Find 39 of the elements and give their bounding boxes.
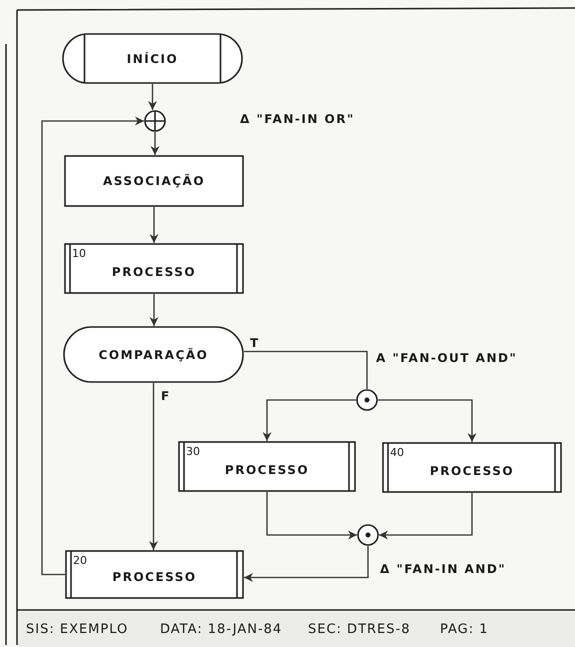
footer-text: DATA: 18-JAN-84 (160, 622, 282, 637)
connector-arrow (41, 116, 144, 576)
node-label: INÍCIO (126, 52, 180, 66)
annotation-text: Δ "FAN-IN AND" (380, 562, 506, 576)
node-label: COMPARAÇÃO (98, 348, 210, 362)
edge-label: T (249, 337, 260, 350)
node-label: PROCESSO (428, 464, 516, 478)
node-label: PROCESSO (111, 570, 198, 584)
connector-arrow (262, 399, 356, 441)
connector-arrow (150, 207, 158, 243)
connector-arrow (148, 84, 157, 110)
step-number: 30 (186, 445, 200, 458)
connector-arrow (150, 132, 160, 155)
node-label: PROCESSO (110, 264, 198, 279)
connector-arrow (379, 493, 473, 540)
predefined-process-box (64, 243, 244, 294)
circle-and-connector (357, 524, 379, 546)
node-label: PROCESSO (224, 462, 310, 477)
connector-arrow (244, 546, 369, 582)
connector-arrow (378, 399, 476, 442)
footer-text: SEC: DTRES-8 (308, 622, 410, 637)
connector-arrow (149, 383, 158, 550)
step-number: 10 (72, 247, 86, 260)
footer-text: SIS: EXEMPLO (26, 622, 128, 637)
circle-fan-in-or-connector (144, 110, 166, 132)
connector-arrow (266, 492, 357, 540)
edge-label: F (160, 390, 170, 403)
footer-text: PAG: 1 (440, 622, 489, 637)
predefined-process-box (65, 550, 244, 599)
node-label: ASSOCIAÇÃO (102, 174, 206, 188)
predefined-process-box (382, 442, 562, 493)
annotation-text: A "FAN-OUT AND" (376, 351, 518, 365)
step-number: 40 (390, 446, 404, 459)
predefined-process-box (178, 441, 356, 492)
circle-and-connector (356, 389, 378, 411)
process-box (64, 155, 244, 207)
annotation-text: Δ "FAN-IN OR" (240, 112, 355, 126)
connector-arrow (150, 294, 158, 326)
step-number: 20 (73, 554, 87, 567)
